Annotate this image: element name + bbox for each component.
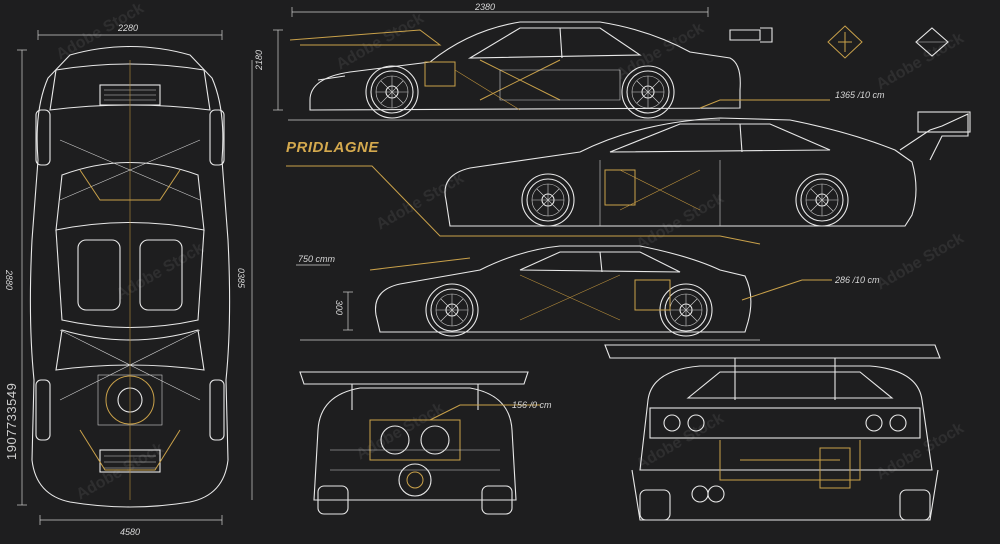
- legend-icons: [729, 25, 949, 59]
- watermark: Adobe Stock: [114, 240, 207, 304]
- watermark: Adobe Stock: [874, 30, 967, 94]
- side-view-1-dimensions: 2380 2180: [254, 2, 720, 121]
- stock-id: 1907733549: [2, 300, 22, 460]
- dim-top-width: 2280: [117, 23, 138, 33]
- dim-side-width: 2380: [474, 2, 495, 12]
- dim-rear-callout: 156 /0 cm: [512, 400, 552, 410]
- dim-top-bottom: 4580: [120, 527, 140, 537]
- watermark: Adobe Stock: [614, 20, 707, 84]
- dim-top-inner: 0385: [236, 268, 246, 289]
- page-title: PRIDLAGNE: [286, 139, 379, 156]
- side-view-3-dimensions: 750 cmm 300 286 /10 cm: [296, 254, 880, 341]
- watermark: Adobe Stock: [374, 170, 467, 234]
- top-view-dimensions: 2280 2880 0385 4580: [4, 23, 253, 537]
- dim-side2-callout: 1365 /10 cm: [835, 90, 885, 100]
- side-view-2-dimensions: 1365 /10 cm: [699, 90, 885, 109]
- side-view-1-car: [309, 21, 741, 119]
- dim-side3-vert: 300: [334, 300, 344, 315]
- watermark: Adobe Stock: [874, 230, 967, 294]
- watermark: Adobe Stock: [634, 410, 727, 474]
- watermark: Adobe Stock: [634, 190, 727, 254]
- dim-top-length: 2880: [4, 269, 14, 290]
- rear-view-car: [631, 365, 939, 521]
- dim-side3-left: 750 cmm: [298, 254, 336, 264]
- side-view-3-car: [369, 245, 752, 337]
- stock-id-text: 1907733549: [4, 382, 19, 460]
- rear-wing: [604, 344, 941, 400]
- front-view-car: [299, 371, 540, 515]
- side-view-2-car: [444, 111, 971, 227]
- top-view-car: [29, 45, 231, 508]
- dim-side3-callout: 286 /10 cm: [834, 275, 880, 285]
- dim-side-height: 2180: [254, 50, 264, 71]
